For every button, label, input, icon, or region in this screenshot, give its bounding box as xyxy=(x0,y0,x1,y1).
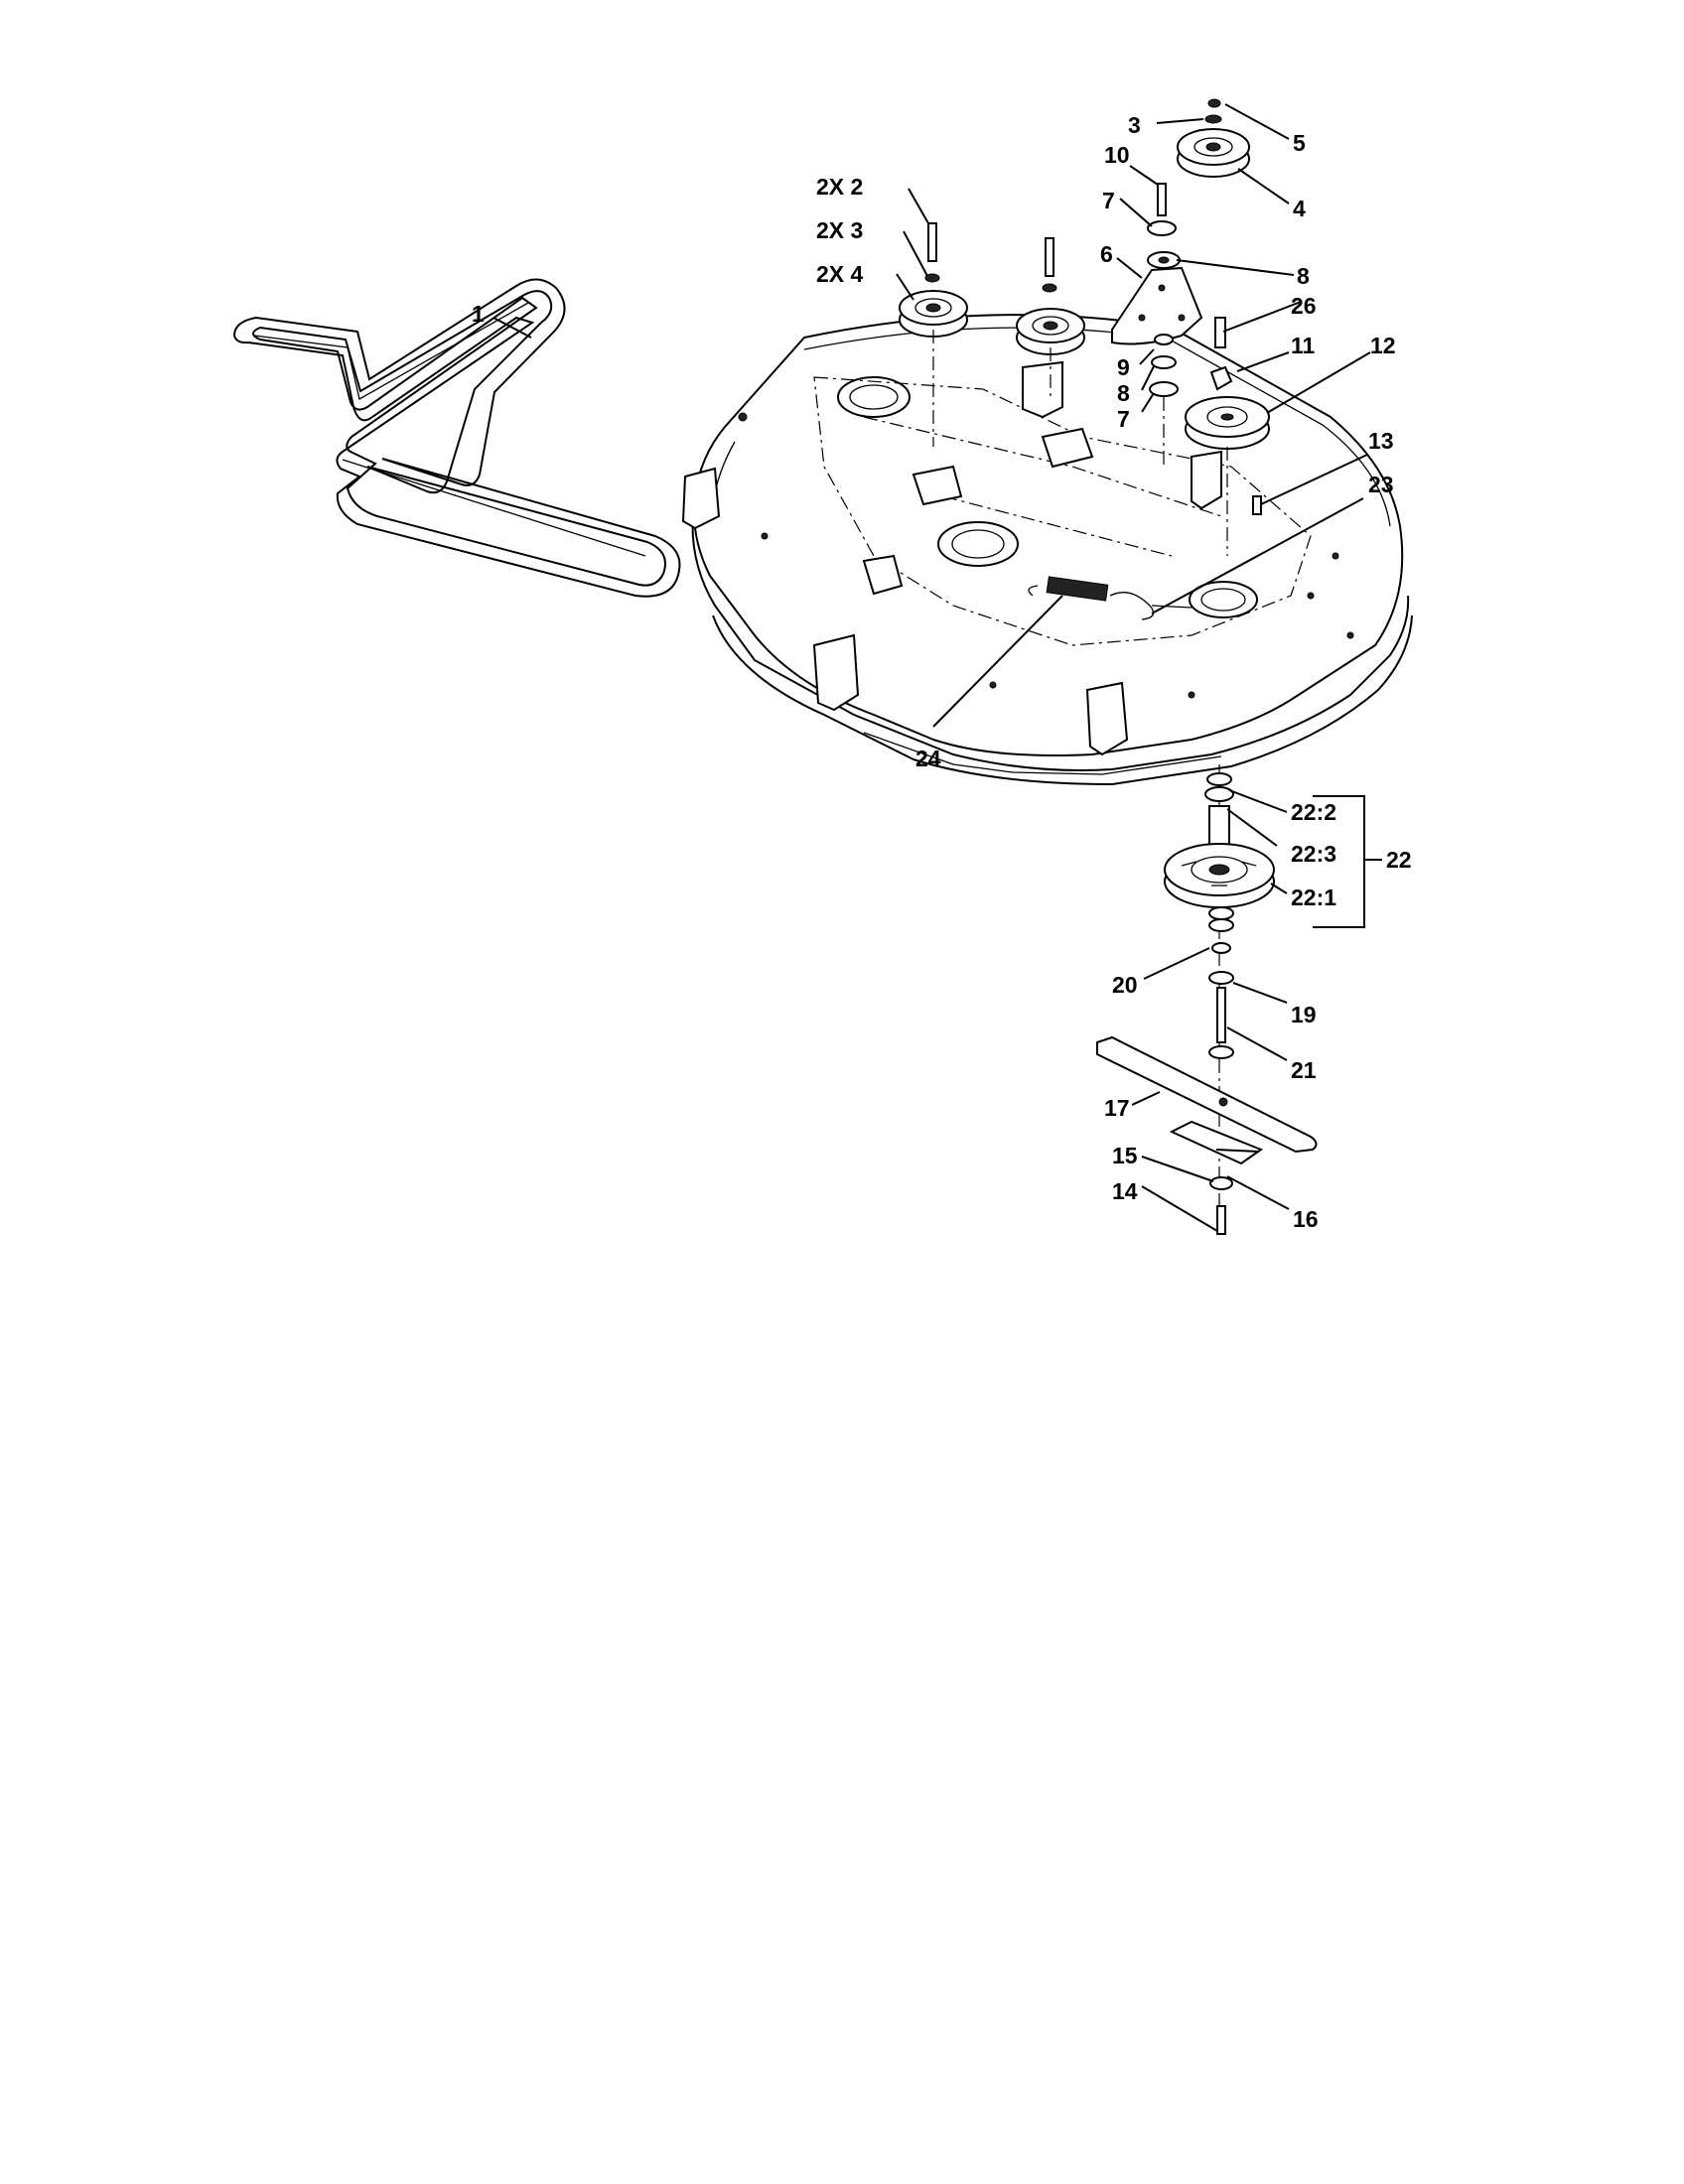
callout-1: 1 xyxy=(472,301,485,327)
callout-4: 4 xyxy=(1293,196,1306,221)
callout-10: 10 xyxy=(1104,142,1130,168)
drive-belt xyxy=(232,278,681,598)
callout-8a: 8 xyxy=(1297,263,1310,289)
callout-7b: 7 xyxy=(1117,406,1130,432)
spindle-assembly xyxy=(1164,764,1275,1221)
callout-2x4: 2X 4 xyxy=(816,261,864,287)
callout-19: 19 xyxy=(1291,1002,1317,1027)
callout-15: 15 xyxy=(1112,1143,1138,1168)
callout-14: 14 xyxy=(1112,1178,1138,1204)
callout-22: 22 xyxy=(1386,847,1412,873)
callout-2x2: 2X 2 xyxy=(816,174,863,200)
callout-8b: 8 xyxy=(1117,380,1130,406)
leader-lines xyxy=(492,103,1371,1232)
assembly-bracket xyxy=(1313,795,1365,928)
callout-26: 26 xyxy=(1291,293,1317,319)
callout-22-1: 22:1 xyxy=(1291,885,1336,910)
callout-23: 23 xyxy=(1368,472,1394,497)
callout-labels: 1 2X 2 2X 3 2X 4 3 5 4 10 7 6 8 26 9 11 … xyxy=(472,112,1412,1232)
callout-22-2: 22:2 xyxy=(1291,799,1336,825)
callout-11: 11 xyxy=(1291,333,1316,358)
callout-7a: 7 xyxy=(1102,188,1115,213)
callout-20: 20 xyxy=(1112,972,1138,998)
callout-5: 5 xyxy=(1293,130,1306,156)
callout-9: 9 xyxy=(1117,354,1130,380)
blade xyxy=(1096,1035,1318,1235)
mower-deck xyxy=(681,314,1413,786)
callout-17: 17 xyxy=(1104,1095,1130,1121)
callout-12: 12 xyxy=(1370,333,1396,358)
idler-arm xyxy=(1111,183,1226,467)
callout-16: 16 xyxy=(1293,1206,1319,1232)
callout-3: 3 xyxy=(1128,112,1141,138)
tensioner-pulley xyxy=(1177,98,1250,178)
callout-24: 24 xyxy=(915,746,941,771)
callout-2x3: 2X 3 xyxy=(816,217,863,243)
callout-21: 21 xyxy=(1291,1057,1317,1083)
callout-22-3: 22:3 xyxy=(1291,841,1336,867)
callout-6: 6 xyxy=(1100,241,1113,267)
callout-13: 13 xyxy=(1368,428,1394,454)
center-idler-pulley xyxy=(1016,237,1085,397)
left-idler-pulley xyxy=(899,222,968,447)
deck-drive-pulley xyxy=(1185,365,1270,556)
